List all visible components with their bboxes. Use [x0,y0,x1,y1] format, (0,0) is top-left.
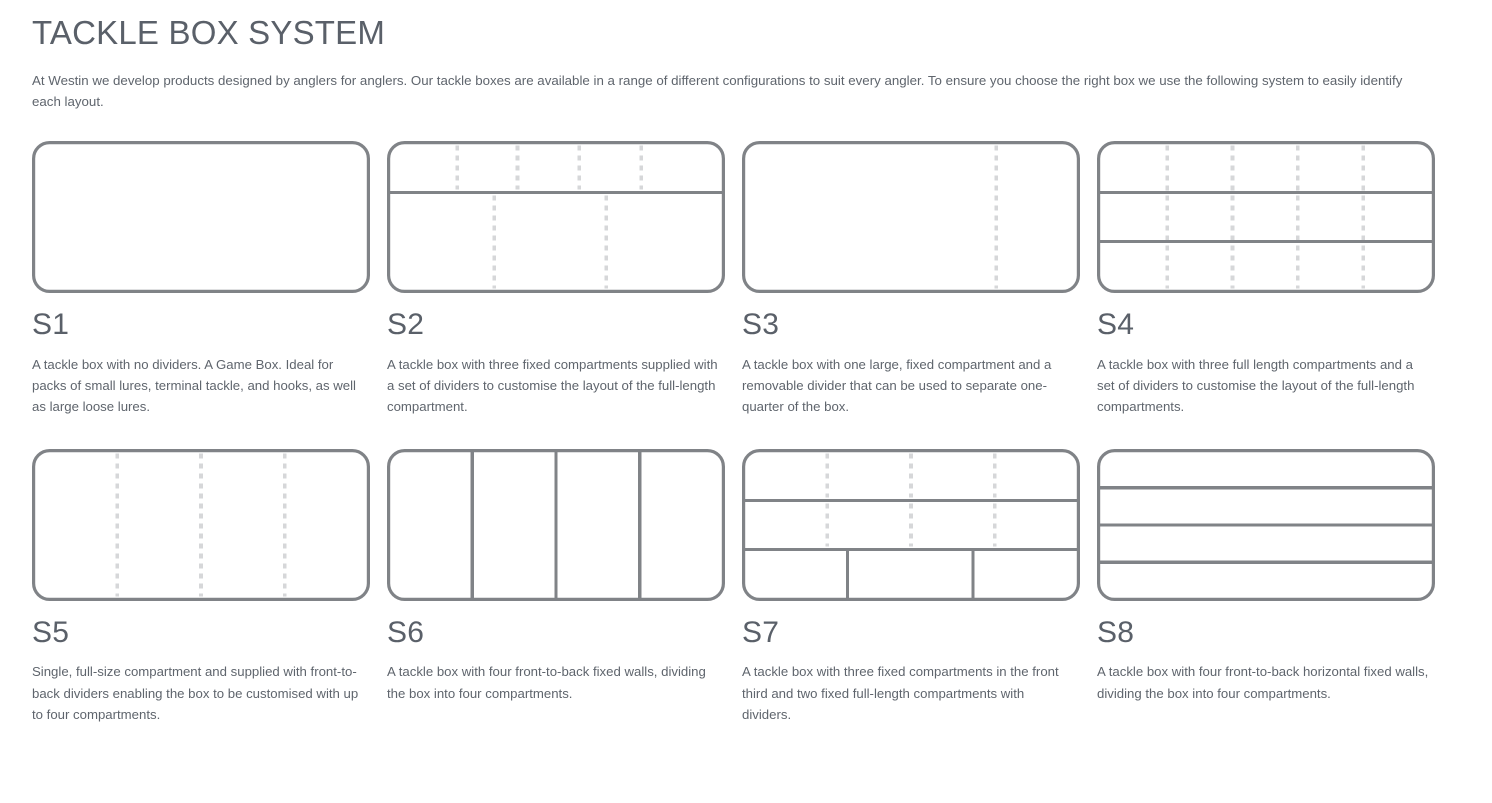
tackle-box-system-page: TACKLE BOX SYSTEM At Westin we develop p… [32,14,1460,725]
box-card-s8: S8 A tackle box with four front-to-back … [1097,418,1452,726]
box-card-s3: S3 A tackle box with one large, fixed co… [742,141,1097,418]
box-description: Single, full-size compartment and suppli… [32,664,359,722]
box-code-label: S3 [742,308,780,341]
box-diagram-s8 [1097,448,1435,601]
box-diagram-s2 [387,141,725,293]
box-description: A tackle box with four front-to-back fix… [387,664,706,701]
box-diagram-s6 [387,448,725,601]
box-code-label: S2 [387,308,425,341]
tackle-box-outline-s4 [1097,141,1435,293]
box-diagram-s7 [742,448,1080,601]
box-description: A tackle box with one large, fixed compa… [742,356,1052,415]
box-outline [742,141,1080,293]
box-card-s1: S1 A tackle box with no dividers. A Game… [32,141,387,418]
page-title: TACKLE BOX SYSTEM [32,14,386,51]
tackle-box-outline-s7 [742,448,1080,601]
box-card-s2: S2 A tackle box with three fixed compart… [387,141,742,418]
tackle-box-outline-s8 [1097,448,1435,601]
box-card-s4: S4 A tackle box with three full length c… [1097,141,1452,418]
box-description: A tackle box with four front-to-back hor… [1097,664,1429,701]
box-outline [32,141,370,293]
box-description: A tackle box with three full length comp… [1097,356,1415,415]
box-outline [1097,141,1435,293]
box-diagram-s1 [32,141,370,293]
box-code-label: S4 [1097,308,1135,341]
box-code-label: S1 [32,308,70,341]
tackle-box-outline-s3 [742,141,1080,293]
intro-paragraph: At Westin we develop products designed b… [32,72,1403,110]
tackle-box-outline-s1 [32,141,370,293]
box-diagram-s5 [32,448,370,601]
box-outline [387,141,725,293]
box-description: A tackle box with no dividers. A Game Bo… [32,356,356,415]
tackle-box-outline-s5 [32,448,370,601]
box-description: A tackle box with three fixed compartmen… [742,664,1059,722]
box-description: A tackle box with three fixed compartmen… [387,356,718,415]
box-card-s6: S6 A tackle box with four front-to-back … [387,418,742,726]
box-code-label: S8 [1097,615,1135,649]
box-card-s7: S7 A tackle box with three fixed compart… [742,418,1097,726]
box-card-s5: S5 Single, full-size compartment and sup… [32,418,387,726]
box-diagram-s4 [1097,141,1435,293]
box-code-label: S6 [387,615,425,649]
box-layout-grid: S1 A tackle box with no dividers. A Game… [32,141,1460,725]
box-diagram-s3 [742,141,1080,293]
tackle-box-outline-s6 [387,448,725,601]
box-code-label: S7 [742,615,780,649]
tackle-box-outline-s2 [387,141,725,293]
box-code-label: S5 [32,615,70,649]
